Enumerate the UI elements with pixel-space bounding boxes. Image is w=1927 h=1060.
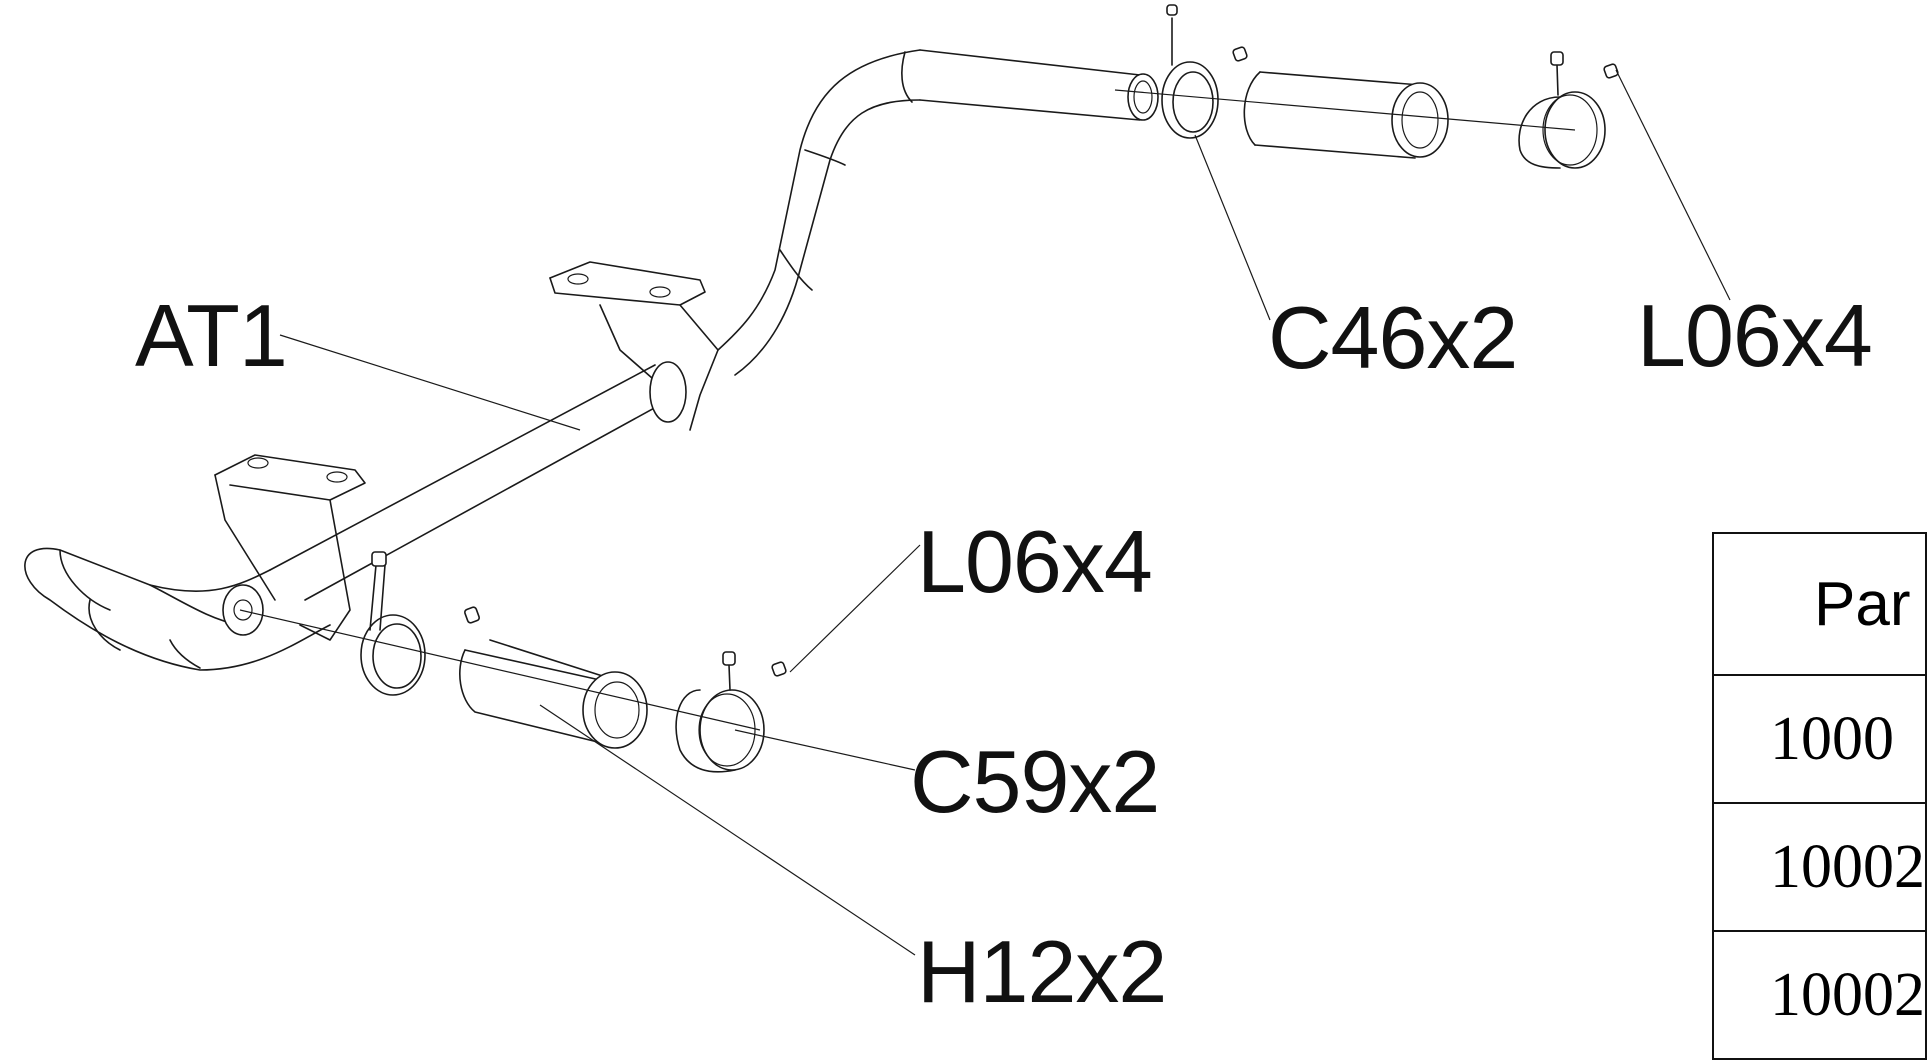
parts-table-cell: 1000: [1712, 674, 1927, 804]
collar-c46-bottom: [360, 551, 426, 696]
parts-table-cell: 10002: [1712, 802, 1927, 932]
leader-lines: [279, 69, 1731, 956]
callout-h12: H12x2: [917, 922, 1167, 1021]
main-frame-at1: [24, 49, 1159, 671]
callout-c46: C46x2: [1268, 288, 1518, 387]
callout-c59: C59x2: [910, 732, 1160, 831]
parts-table-cell: 10002: [1712, 930, 1927, 1060]
callout-l06-bottom: L06x4: [917, 512, 1153, 611]
parts-table: Par 1000 10002 10002: [1712, 532, 1927, 1060]
parts-table-header: Par: [1712, 532, 1927, 676]
exploded-assembly-drawing: [24, 4, 1731, 956]
cap-c59-bottom: [675, 651, 787, 773]
screw-l06-bottom-1: [464, 606, 480, 624]
sleeve-h12-bottom: [459, 639, 648, 749]
callout-l06-top: L06x4: [1637, 286, 1873, 385]
cap-c59-top: [1518, 51, 1619, 169]
callout-at1: AT1: [135, 286, 288, 385]
sleeve-h12-top: [1243, 71, 1449, 159]
collar-c46-top: [1161, 4, 1248, 139]
